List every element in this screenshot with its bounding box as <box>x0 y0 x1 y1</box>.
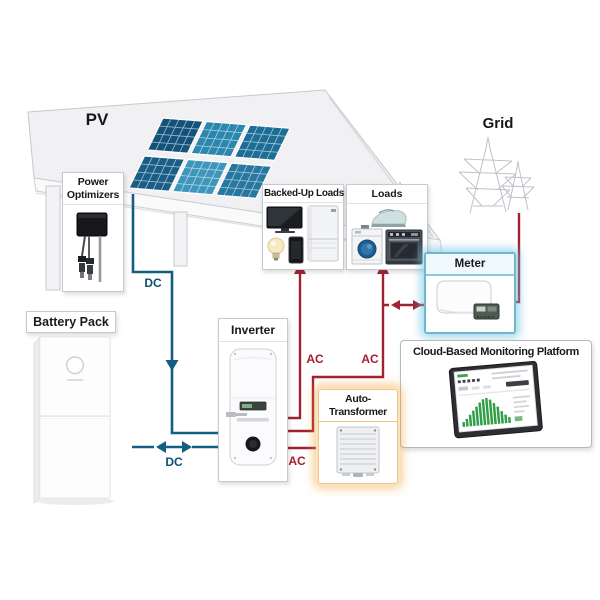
loads-box: Loads <box>346 184 428 270</box>
inverter-device-icon <box>226 348 277 466</box>
pv-label: PV <box>85 110 109 129</box>
inverter-box: Inverter <box>218 318 288 482</box>
pv-module <box>191 122 247 157</box>
auto-transformer-box: Auto-Transformer <box>318 389 398 484</box>
arrow-right-icon <box>182 441 192 453</box>
left-post <box>45 185 61 291</box>
ac-label-transformer: AC <box>288 454 306 468</box>
pv-module <box>148 118 204 153</box>
pv-module <box>173 160 229 195</box>
green-bar-chart <box>462 397 511 427</box>
cloud-monitoring-box: Cloud-Based Monitoring Platform <box>400 340 592 448</box>
arrow-left-icon <box>391 300 400 310</box>
dc-line-battery-to-inverter <box>132 439 218 455</box>
battery-device-icon <box>33 335 115 506</box>
grid-label: Grid <box>482 115 514 132</box>
oven-icon <box>385 229 423 265</box>
middle-post <box>173 211 188 267</box>
phone-icon <box>288 236 304 264</box>
backed-up-loads-title: Backed-Up Loads <box>263 185 344 203</box>
dc-line-pv-to-inverter <box>131 194 218 435</box>
arrow-right-icon <box>413 300 422 310</box>
dc-label-roof: DC <box>144 276 162 290</box>
power-optimizers-box: Power Optimizers <box>62 172 124 292</box>
pv-module <box>129 156 185 191</box>
washing-machine-icon <box>351 225 383 265</box>
battery-pack-label: Battery Pack <box>26 311 116 333</box>
meter-title: Meter <box>426 254 514 276</box>
lightbulb-icon <box>267 237 285 261</box>
pv-module <box>235 125 291 160</box>
battery-pack-title: Battery Pack <box>33 315 109 329</box>
loads-title: Loads <box>347 185 427 204</box>
inverter-title: Inverter <box>219 319 287 342</box>
power-optimizers-title: Power Optimizers <box>63 173 123 206</box>
optimizer-device-icon <box>76 212 108 283</box>
ac-line-inverter-to-backed-up-loads <box>286 262 306 420</box>
meter-device-icon <box>436 280 500 319</box>
transmission-towers-icon <box>458 136 535 214</box>
arrow-left-icon <box>156 441 166 453</box>
ac-label-loads: AC <box>361 352 379 366</box>
tv-icon <box>266 206 303 233</box>
dc-label-battery: DC <box>165 455 183 469</box>
transformer-device-icon <box>336 426 380 478</box>
arrow-down-icon <box>165 360 179 371</box>
iron-icon <box>371 209 407 227</box>
tablet-dashboard-icon <box>448 360 543 439</box>
auto-transformer-title: Auto-Transformer <box>319 390 397 423</box>
backed-up-loads-box: Backed-Up Loads <box>262 184 344 270</box>
fridge-icon <box>307 205 339 262</box>
cloud-monitoring-title: Cloud-Based Monitoring Platform <box>412 346 580 358</box>
meter-box: Meter <box>424 252 516 334</box>
ac-label-backed-up: AC <box>306 352 324 366</box>
